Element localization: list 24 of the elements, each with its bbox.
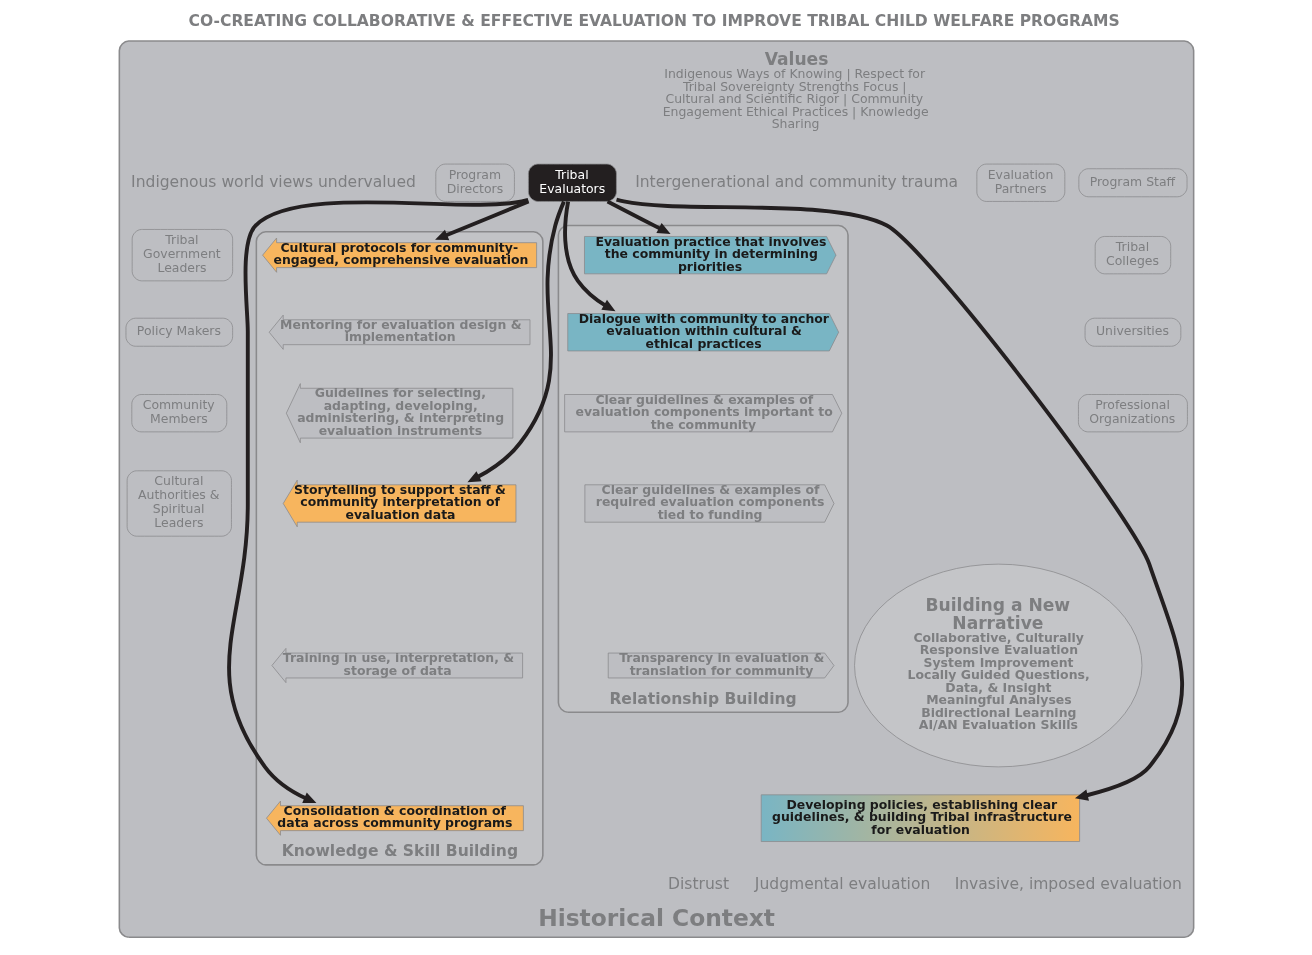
label: Indigenous world views undervalued xyxy=(130,172,416,191)
arrow xyxy=(434,199,529,241)
diagram-title: CO-CREATING COLLABORATIVE & EFFECTIVE EVALUATION TO IMPROVE TRIBAL CHILD WELFARE PROGRAMS xyxy=(188,12,1120,31)
label: Judgmental evaluation xyxy=(754,875,930,894)
node-box: Professional Organizations xyxy=(1077,394,1188,433)
label: Intergenerational and community trauma xyxy=(634,172,958,191)
node-box: Program Staff xyxy=(1077,168,1187,198)
node-ellipse: Building a New Narrative Collaborative, Culturally Responsive Evaluation System Improvement Locally Guided Questions, Data, & Insight Meaningful Analyses Bidirectional Learning AI/AN Evaluation Skills xyxy=(853,563,1142,768)
arrow xyxy=(466,200,566,483)
node-box: Evaluation Partners xyxy=(975,163,1065,202)
node-text: Values Indigenous Ways of Knowing | Respect for Tribal Sovereignty Strengths Focus | Cultural and Scientific Rigor | Community Engagement Ethical Practices | Knowledge Sharing xyxy=(662,48,929,132)
node-box: Cultural Authorities & Spiritual Leaders xyxy=(126,470,232,537)
node-box: Tribal Government Leaders xyxy=(131,229,233,282)
arrow xyxy=(606,199,671,234)
arrow xyxy=(562,201,615,312)
node-box: Tribal Evaluators xyxy=(527,163,617,202)
node-box: Developing policies, establishing clear guidelines, & building Tribal infrastructure for evaluation xyxy=(760,794,1080,842)
node-box: Universities xyxy=(1084,317,1181,347)
node-box: Program Directors xyxy=(434,163,515,202)
label: Invasive, imposed evaluation xyxy=(954,875,1182,894)
label: Distrust xyxy=(667,875,729,894)
node-box: Community Members xyxy=(130,394,227,433)
node-box: Tribal Colleges xyxy=(1094,236,1171,275)
node-box: Policy Makers xyxy=(125,317,233,347)
